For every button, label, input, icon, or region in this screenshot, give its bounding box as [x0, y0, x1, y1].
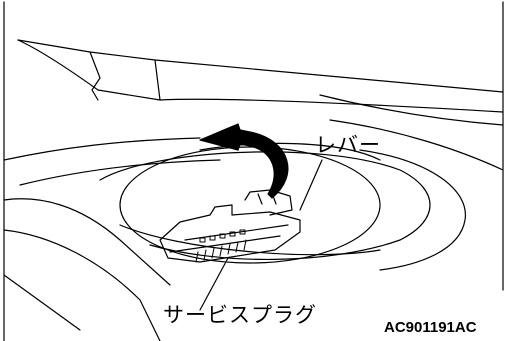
- lever-rotation-arrow: [199, 123, 289, 199]
- floor-lines: [3, 94, 504, 341]
- plug-leader-line: [199, 257, 229, 311]
- lever-leader-line: [299, 159, 323, 211]
- service-plug-connector: [159, 189, 301, 263]
- oval-opening: [99, 142, 466, 271]
- service-plug-label: サービスプラグ: [163, 303, 317, 327]
- upper-panel: [17, 39, 504, 113]
- figure-code: AC901191AC: [384, 319, 477, 336]
- lever-label: レバー: [315, 133, 381, 157]
